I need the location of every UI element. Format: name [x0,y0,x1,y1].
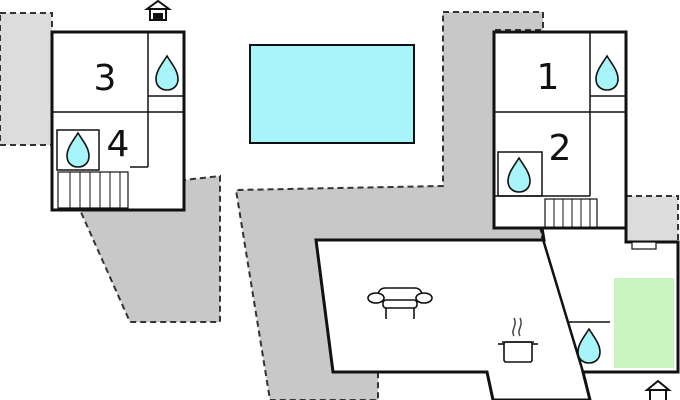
staircase [57,171,129,209]
room-number-1: 1 [537,57,560,98]
house-entrance-icon [644,379,672,400]
house-entrance-icon [143,0,173,21]
pool [249,44,415,144]
garden [614,278,674,368]
terrace-right-top [625,195,679,243]
building-left [50,30,186,212]
room-number-4: 4 [107,124,130,165]
room-number-2: 2 [549,128,572,169]
cooking-pot-icon [498,317,538,363]
sofa-icon [367,287,433,319]
terrace-left-top [0,12,53,146]
room-number-3: 3 [94,58,117,99]
